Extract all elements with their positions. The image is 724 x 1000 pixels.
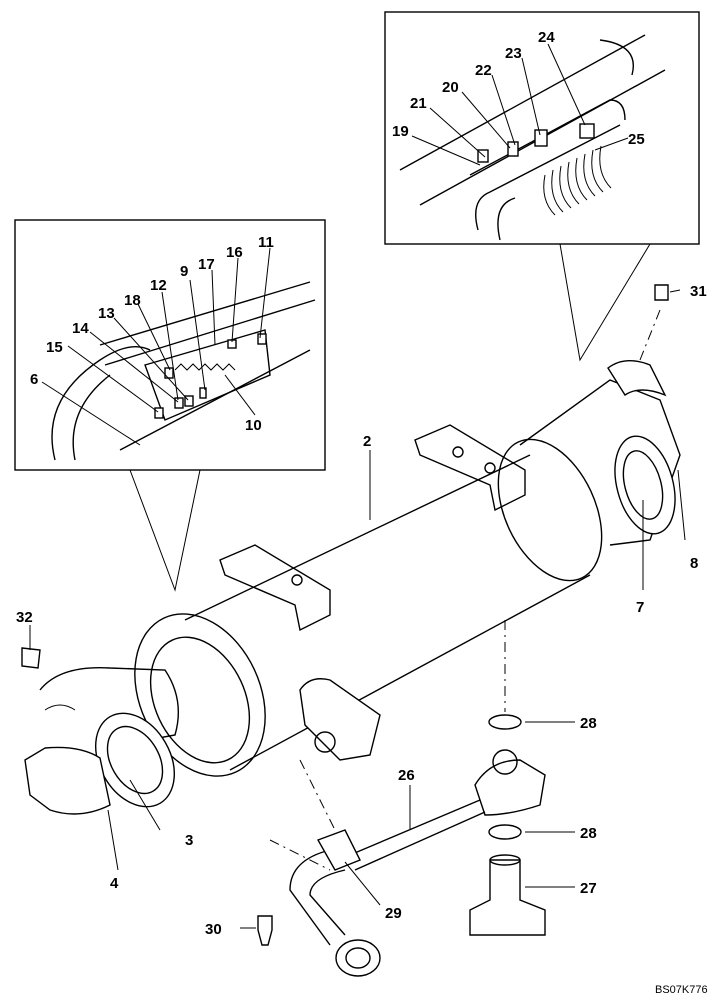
detail-box-piston-seals: 11 16 17 9 12 18 13 14 15 6 10 — [14, 219, 326, 592]
callout-10: 10 — [245, 417, 262, 434]
callout-6: 6 — [30, 371, 38, 388]
callout-4: 4 — [110, 875, 119, 892]
pipe-assembly — [21, 284, 669, 977]
callout-19: 19 — [392, 123, 409, 140]
callout-17: 17 — [198, 256, 215, 273]
callout-32: 32 — [16, 609, 33, 626]
callout-14: 14 — [72, 320, 89, 337]
callout-28-top: 28 — [580, 715, 597, 732]
callout-2: 2 — [363, 433, 371, 450]
callout-8: 8 — [690, 555, 698, 572]
callout-26: 26 — [398, 767, 415, 784]
callout-15: 15 — [46, 339, 63, 356]
callout-28-bottom: 28 — [580, 825, 597, 842]
callout-31: 31 — [690, 283, 707, 300]
callout-24: 24 — [538, 29, 555, 46]
callout-25: 25 — [628, 131, 645, 148]
head-end-clevis — [24, 666, 180, 815]
callout-22: 22 — [475, 62, 492, 79]
callout-20: 20 — [442, 79, 459, 96]
callout-27: 27 — [580, 880, 597, 897]
callout-3: 3 — [185, 832, 193, 849]
callout-16: 16 — [226, 244, 243, 261]
callout-29: 29 — [385, 905, 402, 922]
detail-box-rod-seals: 19 21 20 22 23 24 25 — [384, 11, 700, 362]
callout-7: 7 — [636, 599, 644, 616]
callout-12: 12 — [150, 277, 167, 294]
callout-18: 18 — [124, 292, 141, 309]
drawing-code: BS07K776 — [655, 984, 708, 996]
callout-30: 30 — [205, 921, 222, 938]
cylinder-tube — [134, 360, 681, 777]
callout-11: 11 — [258, 234, 274, 251]
main-leaders — [29, 289, 686, 929]
callout-13: 13 — [98, 305, 115, 322]
callout-21: 21 — [410, 95, 427, 112]
callout-23: 23 — [505, 45, 522, 62]
callout-9: 9 — [180, 263, 188, 280]
